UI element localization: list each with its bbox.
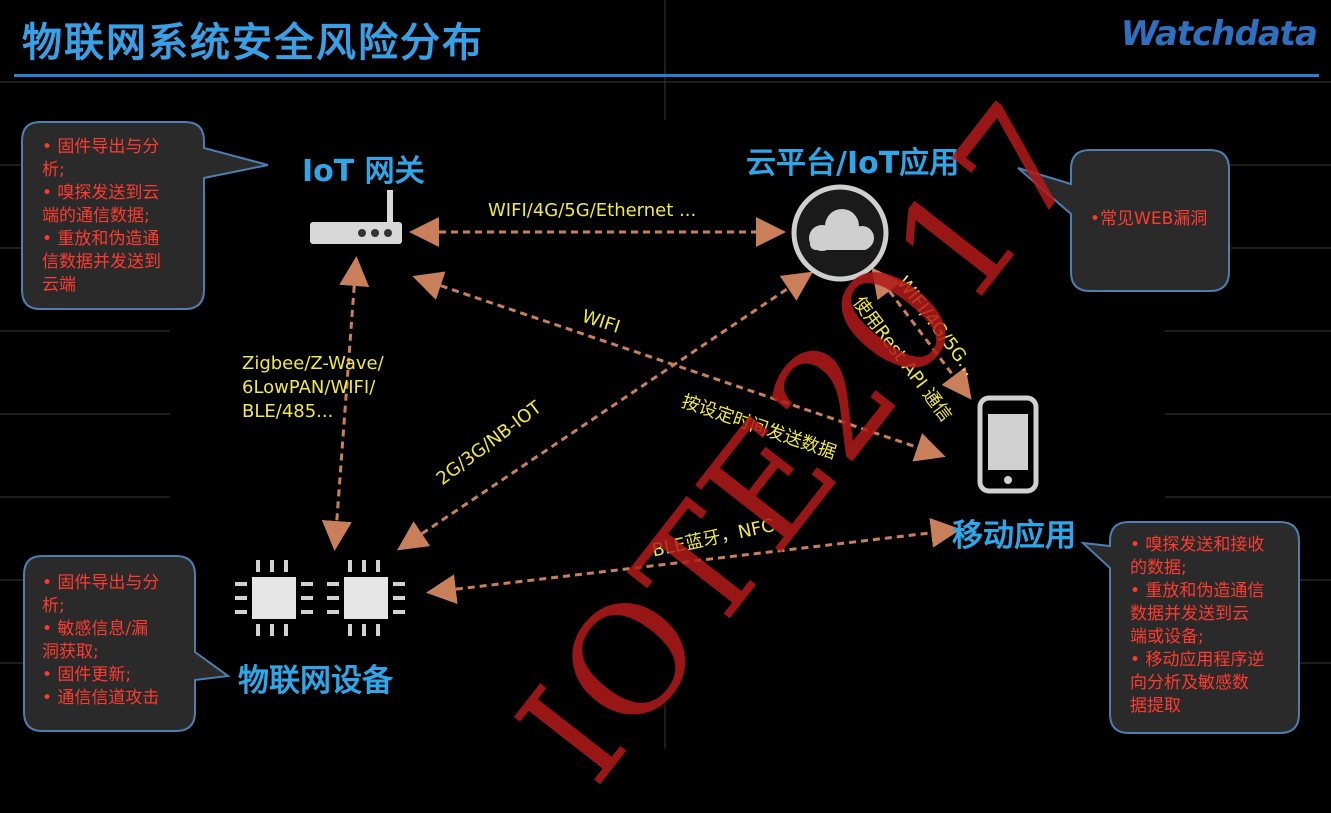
node-title-cloud: 云平台/IoT应用 (746, 146, 960, 181)
callout-device-bubble (23, 555, 231, 732)
link-label-gateway-device: Zigbee/Z-Wave/ 6LowPAN/WIFI/ BLE/485... (242, 353, 384, 422)
smartphone-icon (977, 395, 1039, 494)
cloud-icon (791, 184, 889, 282)
callout-cloud: •常见WEB漏洞 (1090, 209, 1208, 229)
callout-cloud-bubble (1017, 149, 1230, 292)
arrow-gateway-mobile (412, 271, 946, 462)
page-title: 物联网系统安全风险分布 (22, 20, 484, 66)
link-label-gateway-cloud: WIFI/4G/5G/Ethernet ... (488, 200, 697, 221)
title-divider (14, 74, 1319, 77)
node-title-mobile: 移动应用 (952, 518, 1076, 554)
diagram-canvas (21, 121, 1300, 734)
arrow-cloud-mobile (871, 267, 972, 400)
callout-mobile: • 嗅探发送和接收 的数据; • 重放和伪造通信 数据并发送到云 端或设备; •… (1130, 535, 1265, 716)
callout-gateway: • 固件导出与分 析; • 嗅探发送到云 端的通信数据; • 重放和伪造通 信数… (42, 137, 161, 295)
callout-device: • 固件导出与分 析; • 敏感信息/漏 洞获取; • 固件更新; • 通信信道… (42, 573, 160, 708)
brand-logo: Watchdata (1120, 14, 1318, 54)
node-title-device: 物联网设备 (238, 663, 393, 699)
callout-gateway-bubble (21, 121, 269, 310)
arrow-device-cloud (397, 271, 813, 551)
arrow-device-mobile (426, 517, 961, 605)
callout-mobile-bubble (1080, 521, 1300, 734)
chip-icon (235, 560, 405, 636)
node-title-gateway: IoT 网关 (302, 154, 425, 189)
router-icon (310, 190, 402, 244)
